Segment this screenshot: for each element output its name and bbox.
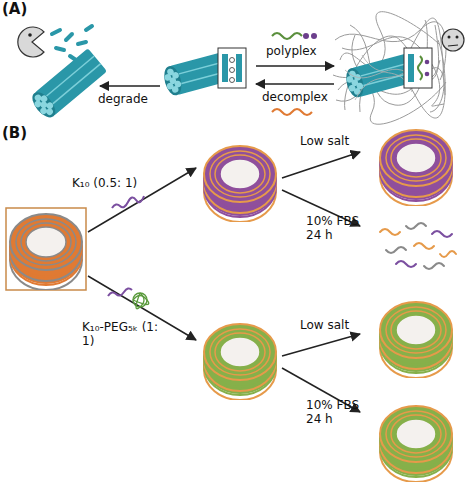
face-icon xyxy=(442,29,464,51)
face-icon xyxy=(448,45,458,46)
inset-box xyxy=(230,58,235,63)
inset-box xyxy=(418,56,422,80)
result-ring xyxy=(380,130,452,206)
pacman-icon xyxy=(18,27,44,57)
fragments xyxy=(414,243,434,249)
polymer-squiggle xyxy=(112,196,144,208)
complex-ring xyxy=(204,146,276,222)
condition-label: 10% FBS 24 h xyxy=(306,214,362,242)
fragments xyxy=(386,247,406,253)
charge-mark xyxy=(311,33,317,39)
fragments xyxy=(424,263,444,269)
process-arrow xyxy=(282,334,360,356)
polymer-mesh xyxy=(333,12,446,125)
peg-coil xyxy=(136,293,144,309)
condition-label: K₁₀-PEG₅ₖ (1: 1) xyxy=(82,320,160,348)
peg-coil xyxy=(133,293,149,309)
face-icon xyxy=(442,29,464,51)
inset-box xyxy=(425,60,430,65)
arrow-label: degrade xyxy=(98,92,168,106)
pacman-icon xyxy=(28,33,32,37)
peg-coil xyxy=(133,296,149,305)
arrow-label: polyplex xyxy=(266,44,336,58)
inset-box xyxy=(222,54,228,82)
process-arrow xyxy=(282,152,360,178)
degrade-arrow xyxy=(100,85,160,87)
inset-box xyxy=(218,48,246,88)
inset-box xyxy=(404,48,432,88)
decomplex-arrow xyxy=(256,83,334,85)
inset-box xyxy=(218,48,246,88)
fragments xyxy=(56,48,64,50)
condition-label: 10% FBS 24 h xyxy=(306,398,362,426)
polymer-mesh xyxy=(333,40,445,118)
arrow-label: decomplex xyxy=(262,90,342,104)
pacman-icon xyxy=(18,27,44,57)
inset-box xyxy=(230,68,235,73)
condition-label: Low salt xyxy=(300,318,370,332)
panel-label: (B) xyxy=(2,124,42,142)
complex-ring xyxy=(204,324,276,400)
fragments xyxy=(86,26,92,30)
fragments xyxy=(66,34,72,40)
inset-box xyxy=(230,78,235,83)
fragments xyxy=(432,231,452,237)
result-ring xyxy=(380,302,452,378)
inset-box xyxy=(404,48,432,88)
inset-box xyxy=(425,72,430,77)
fragments xyxy=(440,251,456,257)
condition-label: K₁₀ (0.5: 1) xyxy=(72,176,168,190)
polymer-squiggle xyxy=(272,109,312,115)
fragments xyxy=(406,223,426,229)
panel-label: (A) xyxy=(2,0,42,18)
inset-box xyxy=(408,54,414,82)
polymer-squiggle xyxy=(108,288,132,296)
start-frame xyxy=(6,208,86,290)
polymer-mesh xyxy=(342,37,444,106)
polyplex-arrow xyxy=(256,65,334,67)
face-icon xyxy=(448,36,451,39)
coated-bundle xyxy=(343,50,426,99)
inset-box xyxy=(236,54,242,82)
result-ring xyxy=(380,406,452,482)
condition-label: Low salt xyxy=(300,134,370,148)
fragments xyxy=(380,229,400,235)
degraded-bundle xyxy=(28,48,107,121)
face-icon xyxy=(456,36,459,39)
charge-mark xyxy=(303,33,309,39)
fragments xyxy=(52,30,60,34)
fragments xyxy=(380,223,456,269)
polymer-mesh xyxy=(336,25,439,101)
fragments xyxy=(78,42,86,44)
polymer-mesh xyxy=(355,55,418,100)
fragments xyxy=(396,261,416,267)
polymer-squiggle xyxy=(272,33,302,39)
origami-ring xyxy=(10,214,82,290)
